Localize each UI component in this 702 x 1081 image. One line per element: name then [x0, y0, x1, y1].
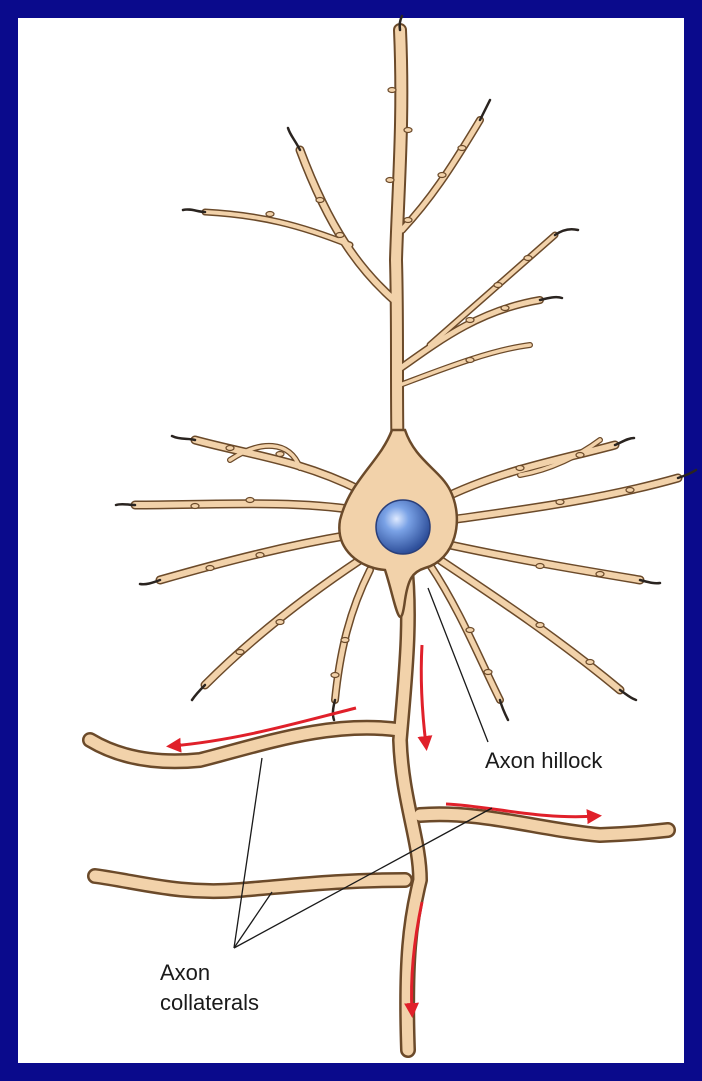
label-axon-collaterals-line2: collaterals: [160, 990, 259, 1015]
label-axon-hillock: Axon hillock: [485, 748, 603, 773]
arrow-down-upper: [421, 645, 426, 745]
label-axon-collaterals-line1: Axon: [160, 960, 210, 985]
cell-body: [339, 430, 457, 617]
nucleus-icon: [376, 500, 430, 554]
